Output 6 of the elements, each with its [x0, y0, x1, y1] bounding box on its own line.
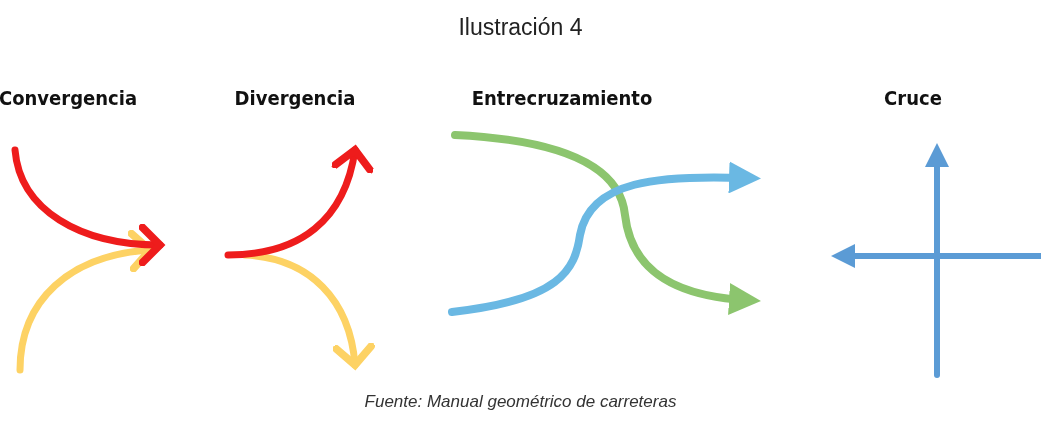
panel-heading: Entrecruzamiento [471, 86, 653, 110]
figure-title: Ilustración 4 [457, 14, 584, 41]
panel-heading: Cruce [884, 86, 942, 110]
panel-heading: Divergencia [234, 86, 356, 110]
figure-caption: Fuente: Manual geométrico de carreteras [363, 392, 678, 412]
panel-heading: Convergencia [0, 86, 138, 110]
